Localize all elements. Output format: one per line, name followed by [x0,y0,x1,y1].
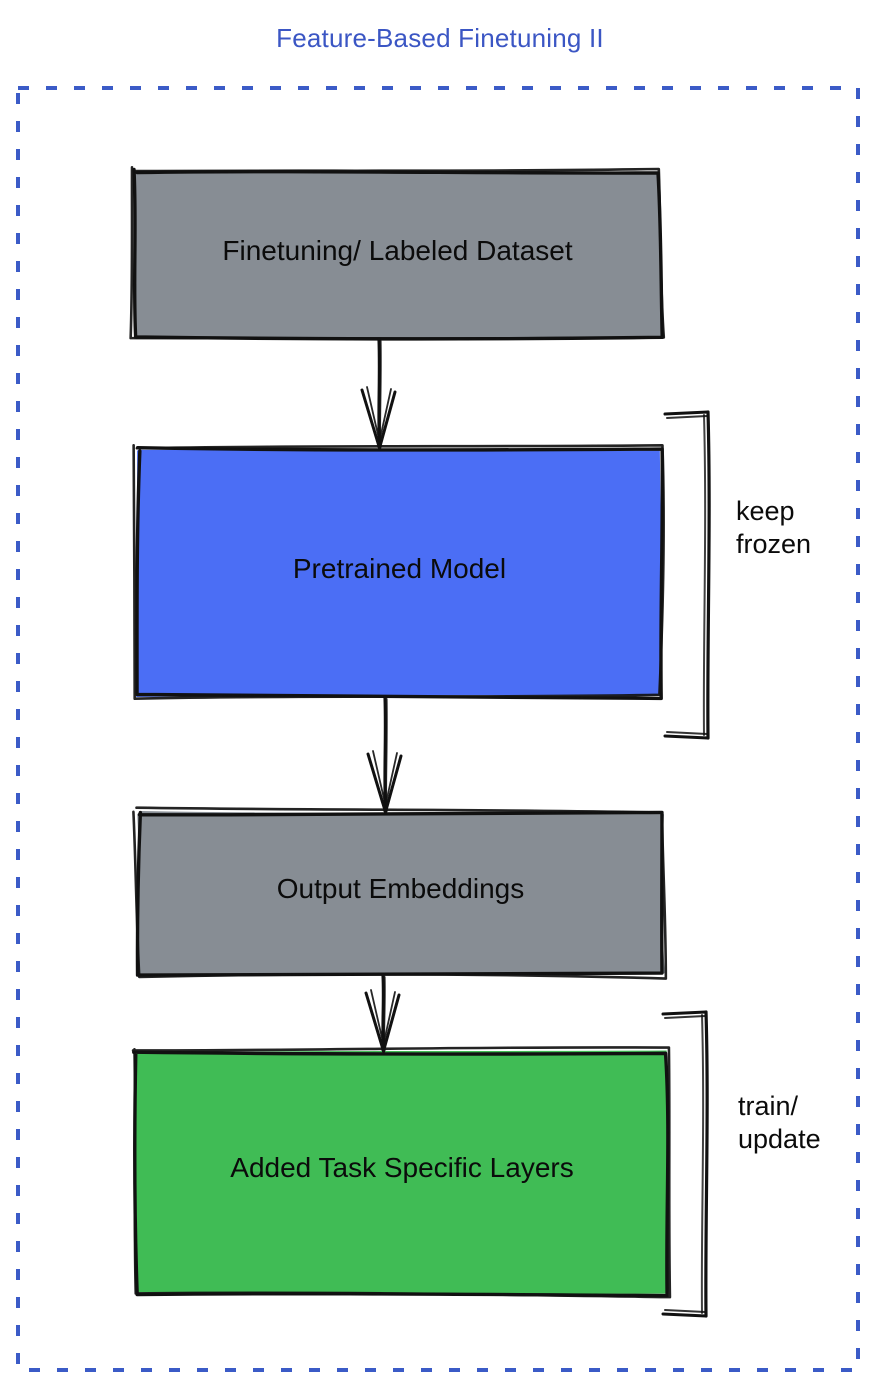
node-label-pretrained-model: Pretrained Model [292,552,507,584]
node-dataset[interactable] [135,172,660,338]
annotation-train-update: train/update [738,1090,821,1156]
annotation-line: keep [736,496,795,526]
annotation-line: train/ [738,1091,799,1121]
node-label-output-embeddings: Output Embeddings [276,873,525,905]
node-label-dataset: Finetuning/ Labeled Dataset [222,234,573,266]
diagram-title: Feature-Based Finetuning II [276,23,604,53]
annotation-line: update [738,1123,821,1154]
node-output-embeddings[interactable] [138,813,663,974]
node-pretrained-model[interactable] [138,450,661,696]
annotation-line: frozen [736,528,812,559]
node-label-task-specific-layers: Added Task Specific Layers [230,1152,574,1184]
node-task-specific-layers[interactable] [136,1052,668,1293]
